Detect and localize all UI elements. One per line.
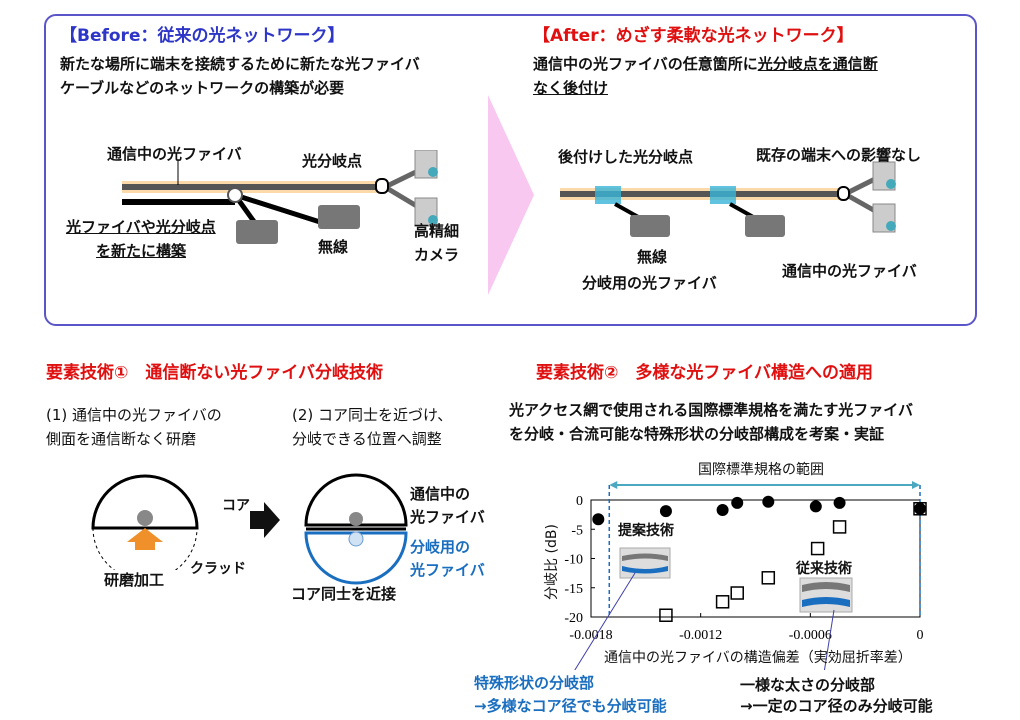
data-point-conventional (810, 541, 825, 556)
x-tick-label: -0.0012 (679, 628, 722, 643)
data-point-proposed (592, 513, 605, 526)
tech1-step2: 分岐できる位置へ調整 (292, 430, 442, 448)
data-point-proposed (762, 495, 775, 508)
data-point-conventional (730, 586, 744, 600)
label-no-impact: 既存の端末への影響なし (756, 146, 922, 164)
y-tick-label: -5 (571, 523, 583, 538)
label-polish: 研磨加工 (104, 571, 165, 589)
data-point-proposed (914, 502, 926, 515)
label-live-fiber: 通信中の (410, 485, 471, 503)
polish-diagram (91, 474, 199, 570)
note-proposed: →多様なコア径でも分岐可能 (474, 697, 667, 715)
data-point-conventional (913, 502, 927, 516)
y-tick-label: 0 (576, 494, 583, 509)
label-camera: カメラ (414, 246, 460, 264)
tech2-heading: 要素技術② 多様な光ファイバ構造への適用 (536, 363, 874, 383)
label-live-fiber: 通信中の光ファイバ (107, 145, 242, 163)
note-proposed: 特殊形状の分岐部 (474, 674, 595, 692)
tech1-heading: 要素技術① 通信断ない光ファイバ分岐技術 (46, 363, 384, 383)
y-tick-label: -10 (564, 553, 583, 568)
data-point-conventional (659, 608, 673, 622)
x-axis-label: 通信中の光ファイバの構造偏差（実効屈折率差） (604, 650, 912, 666)
label-core-close: コア同士を近接 (291, 585, 397, 603)
after-desc: 通信中の光ファイバの任意箇所に光分岐点を通信断 (533, 55, 878, 73)
after-title: 【After：めざす柔軟な光ネットワーク】 (533, 26, 854, 46)
data-point-proposed (659, 505, 672, 518)
label-new-build: 光ファイバや光分岐点 (66, 218, 216, 236)
before-desc: 新たな場所に端末を接続するために新たな光ファイバ (60, 55, 420, 73)
tech1-step2: (2) コア同士を近づけ、 (292, 406, 453, 424)
range-arrowhead (609, 481, 618, 489)
tech2-desc: 光アクセス網で使用される国際標準規格を満たす光ファイバ (509, 401, 913, 419)
proposed-leader (574, 572, 636, 670)
label-wireless: 無線 (637, 248, 668, 266)
chart-title: 国際標準規格の範囲 (698, 462, 824, 478)
proposed-inset-branch (622, 566, 668, 574)
x-tick-label: 0 (917, 628, 924, 643)
conventional-inset-core (802, 582, 850, 592)
note-conventional: →一定のコア径のみ分岐可能 (740, 697, 933, 715)
conventional-inset-branch (802, 597, 850, 607)
data-point-conventional (761, 571, 776, 585)
proposed-label: 提案技術 (618, 523, 674, 539)
after-desc-text: 通信中の光ファイバの任意箇所に (533, 55, 758, 73)
label-branch-fiber: 分岐用の (410, 538, 471, 556)
range-arrowhead (912, 481, 920, 489)
after-desc-emph: 光分岐点を通信断 (757, 55, 878, 73)
label-branch-fiber: 光ファイバ (410, 561, 485, 579)
label-new-build: を新たに構築 (96, 242, 187, 260)
note-conventional: 一様な太さの分岐部 (740, 676, 876, 694)
label-clad: クラッド (190, 561, 246, 577)
label-added-branch: 後付けした光分岐点 (558, 148, 694, 166)
branch-ratio-chart: -0.0018 -0.0012 -0.0006 0 0 -5 -10 -15 -20 (564, 481, 927, 670)
comparison-panel (44, 14, 977, 326)
proposed-inset-core (622, 553, 668, 561)
data-point-conventional (832, 520, 847, 534)
before-title: 【Before：従来の光ネットワーク】 (60, 26, 345, 46)
tech1-step1: (1) 通信中の光ファイバの (46, 406, 222, 424)
label-core: コア (222, 498, 250, 514)
before-network-diagram (122, 150, 438, 244)
x-tick-label: -0.0006 (789, 628, 832, 643)
conventional-label: 従来技術 (796, 561, 852, 577)
label-live-fiber: 通信中の光ファイバ (782, 262, 917, 280)
data-point-proposed (833, 496, 846, 509)
after-network-diagram (560, 161, 896, 237)
transition-arrow (488, 95, 534, 295)
before-desc: ケーブルなどのネットワークの構築が必要 (60, 79, 345, 97)
data-point-proposed (809, 500, 822, 513)
y-tick-label: -15 (564, 582, 583, 597)
x-tick-label: -0.0018 (569, 628, 612, 643)
label-wireless: 無線 (318, 238, 349, 256)
label-live-fiber: 光ファイバ (410, 508, 485, 526)
after-desc: なく後付け (533, 79, 609, 97)
joined-fibers-diagram (304, 473, 408, 585)
data-point-proposed (716, 503, 729, 516)
data-point-conventional (715, 595, 730, 609)
label-branch-fiber: 分岐用の光ファイバ (582, 274, 717, 292)
data-point-proposed (731, 496, 744, 509)
tech1-step1: 側面を通信断なく研磨 (46, 430, 197, 448)
label-camera: 高精細 (414, 222, 460, 240)
conventional-leader (823, 609, 835, 670)
y-axis-label: 分岐比 (dB) (543, 524, 560, 600)
step-arrow (250, 502, 280, 538)
y-tick-label: -20 (564, 611, 583, 626)
label-branch-point: 光分岐点 (302, 152, 363, 170)
tech2-desc: を分岐・合流可能な特殊形状の分岐部構成を考案・実証 (509, 425, 885, 443)
